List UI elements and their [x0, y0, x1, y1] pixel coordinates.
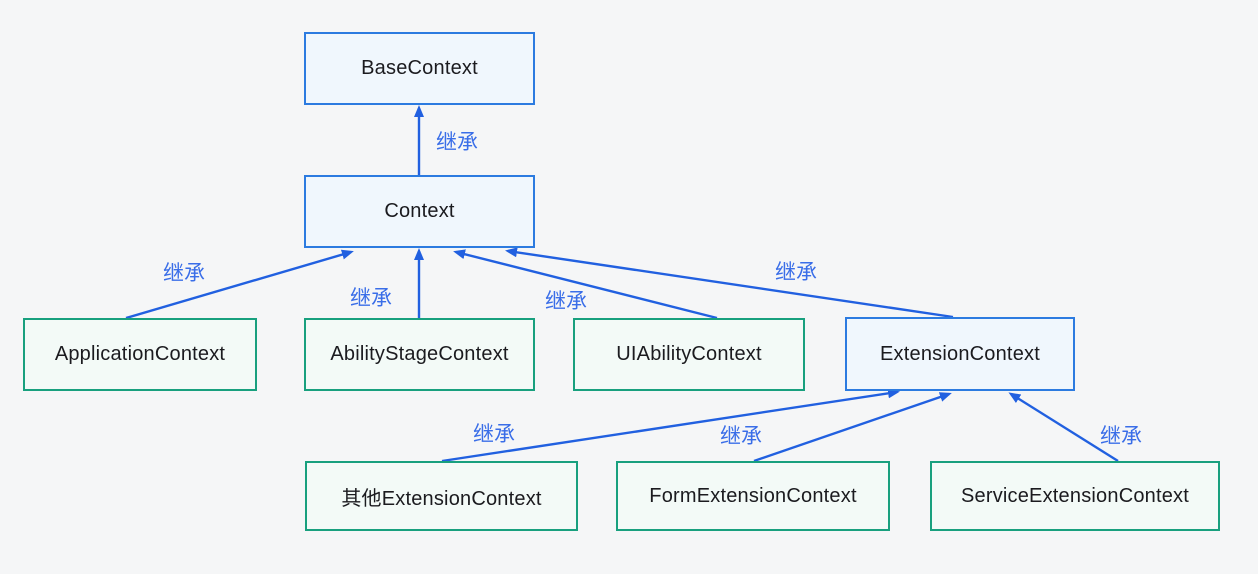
edge-label-inherit-extension: 继承 — [775, 261, 817, 284]
edge-label-inherit-application: 继承 — [163, 262, 205, 285]
edge-serviceextensioncontext-to-extensioncontext — [1008, 392, 1119, 463]
edge-otherextensioncontext-to-extensioncontext — [441, 388, 900, 463]
edge-formextensioncontext-to-extensioncontext — [753, 392, 952, 463]
node-uiabilitycontext: UIAbilityContext — [573, 318, 805, 391]
edge-label-inherit-serviceextension: 继承 — [1100, 425, 1142, 448]
node-formextensioncontext: FormExtensionContext — [616, 461, 890, 531]
edge-applicationcontext-to-context — [125, 249, 354, 320]
node-otherextensioncontext: 其他ExtensionContext — [305, 461, 578, 531]
node-serviceextensioncontext: ServiceExtensionContext — [930, 461, 1220, 531]
node-context: Context — [304, 175, 535, 248]
edge-uiabilitycontext-to-context — [453, 249, 718, 320]
node-basecontext: BaseContext — [304, 32, 535, 105]
edge-label-inherit-formextension: 继承 — [720, 425, 762, 448]
edge-label-inherit-otherextension: 继承 — [473, 423, 515, 446]
edge-label-inherit-base: 继承 — [436, 131, 478, 154]
node-extensioncontext: ExtensionContext — [845, 317, 1075, 391]
node-abilitystagecontext: AbilityStageContext — [304, 318, 535, 391]
edge-label-inherit-uiability: 继承 — [545, 290, 587, 313]
edge-label-inherit-abilitystage: 继承 — [350, 287, 392, 310]
node-applicationcontext: ApplicationContext — [23, 318, 257, 391]
edge-extensioncontext-to-context — [505, 247, 954, 319]
